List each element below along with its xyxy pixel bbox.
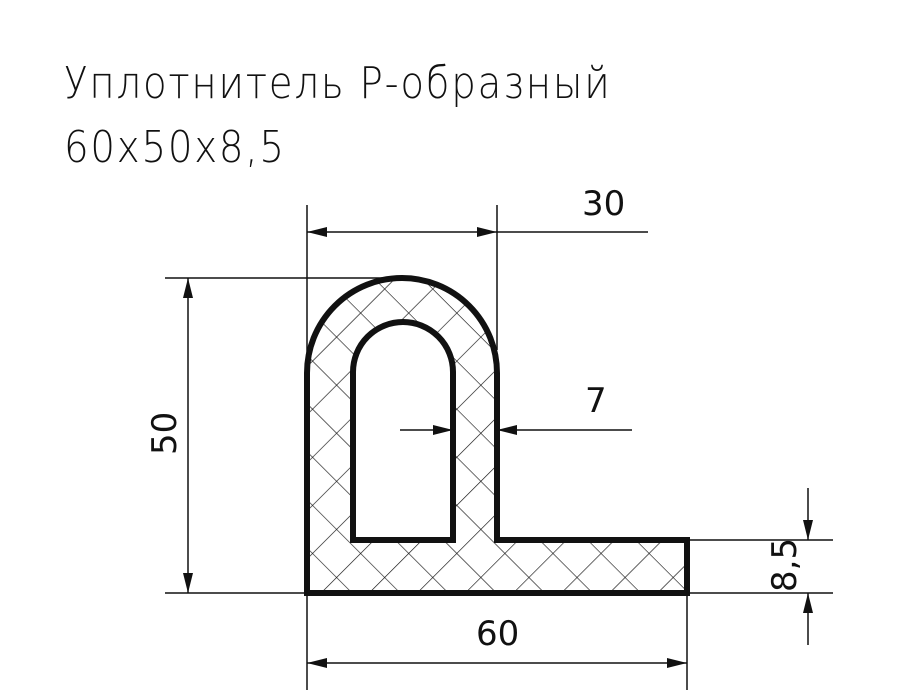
seal-profile xyxy=(304,275,690,596)
drawing-title: Уплотнитель Р-образный xyxy=(64,58,612,109)
dim-height: 50 xyxy=(145,412,185,455)
dim-base-thickness: 8,5 xyxy=(765,538,805,592)
dimension-lines xyxy=(165,205,833,690)
dim-width: 60 xyxy=(476,614,519,654)
dim-top-width: 30 xyxy=(582,184,625,224)
drawing-size: 60x50x8,5 xyxy=(64,122,286,173)
dim-wall: 7 xyxy=(585,381,607,421)
